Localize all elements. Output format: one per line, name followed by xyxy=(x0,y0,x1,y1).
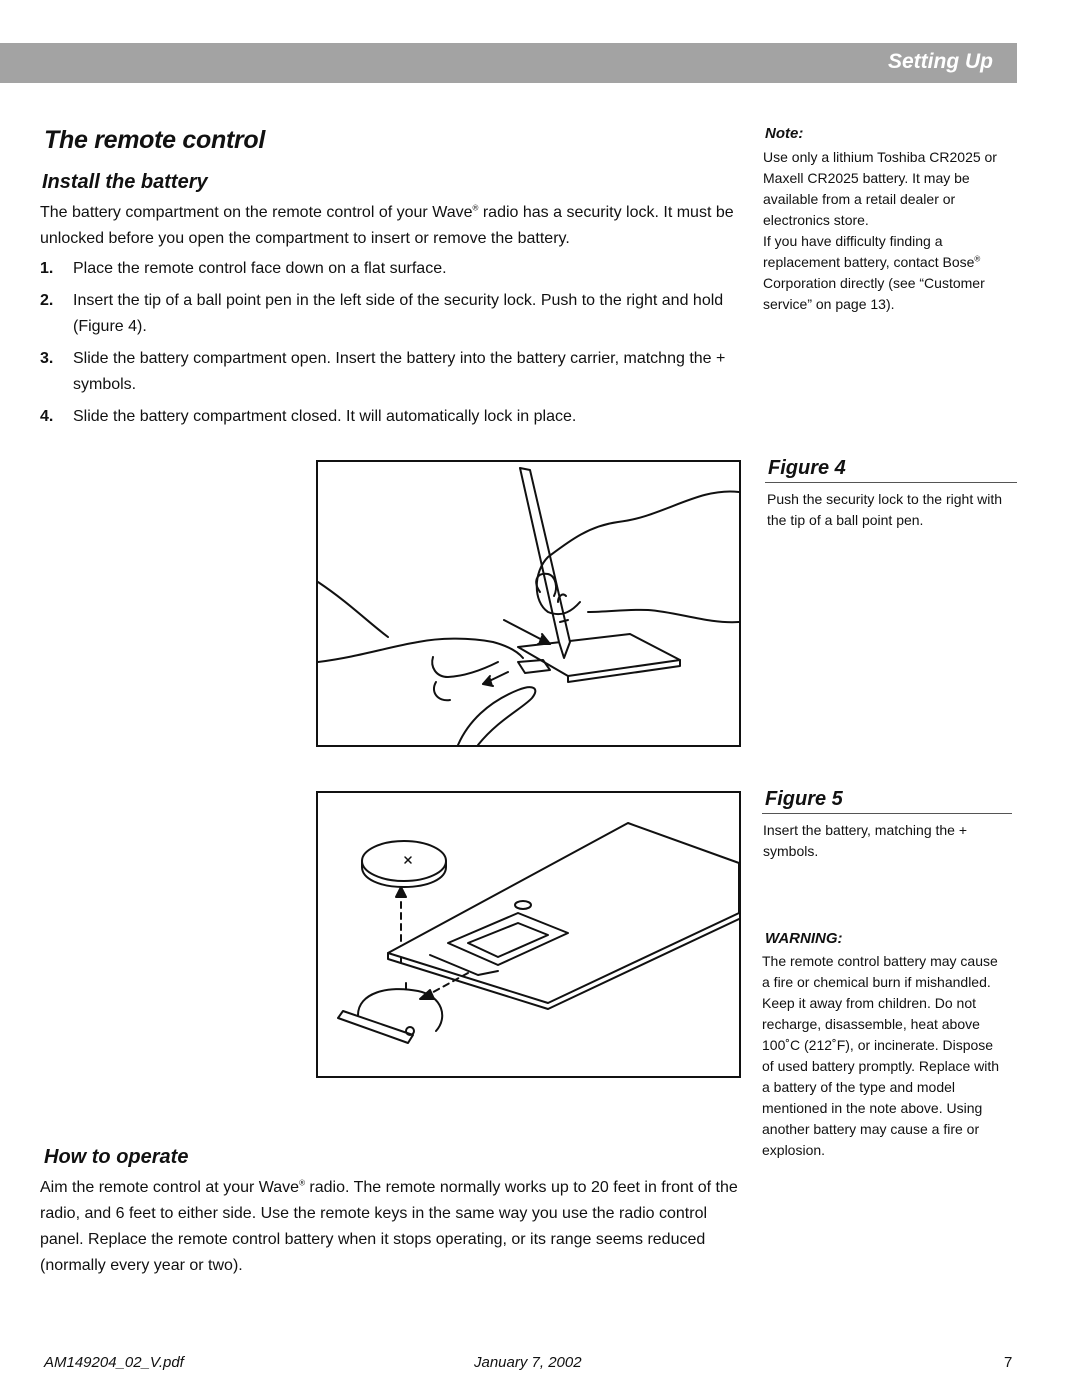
page-number: 7 xyxy=(1004,1354,1013,1371)
section-header-bar: Setting Up xyxy=(0,43,1017,83)
step-number: 2. xyxy=(40,292,54,309)
note-paragraph-2: If you have difficulty finding a replace… xyxy=(763,231,1003,315)
warning-text: The remote control battery may cause a f… xyxy=(762,953,1000,1158)
registered-mark: ® xyxy=(472,203,479,213)
install-intro-text-2: radio has a security lock. It must be un… xyxy=(40,204,734,247)
install-battery-heading: Install the battery xyxy=(42,171,208,193)
step-text: Slide the battery compartment closed. It… xyxy=(73,408,577,425)
footer-date: January 7, 2002 xyxy=(474,1354,582,1371)
registered-mark: ® xyxy=(299,1178,305,1188)
figure-4-divider xyxy=(765,482,1017,483)
figure-5-caption: Insert the battery, matching the + symbo… xyxy=(763,822,968,859)
figure-4-caption: Push the security lock to the right with… xyxy=(767,491,1002,528)
section-title: Setting Up xyxy=(888,50,993,73)
figure-5-illustration xyxy=(316,791,741,1078)
note-text: Use only a lithium Toshiba CR2025 or Max… xyxy=(763,147,1003,315)
note-heading: Note: xyxy=(765,125,804,142)
install-steps-list: 1. Place the remote control face down on … xyxy=(40,256,750,436)
operate-text-1: Aim the remote control at your Wave xyxy=(40,1179,300,1196)
note-paragraph-1: Use only a lithium Toshiba CR2025 or Max… xyxy=(763,149,997,228)
install-step: 3. Slide the battery compartment open. In… xyxy=(40,346,750,398)
page-title: The remote control xyxy=(44,126,266,154)
figure-5-label: Figure 5 xyxy=(765,788,843,810)
step-text: Place the remote control face down on a … xyxy=(73,260,447,277)
figure-4-label: Figure 4 xyxy=(768,457,846,479)
how-to-operate-paragraph: Aim the remote control at your Wave® rad… xyxy=(40,1175,740,1279)
registered-mark: ® xyxy=(974,254,981,264)
step-text: Slide the battery compartment open. Inse… xyxy=(73,350,726,393)
footer-doc-id: AM149204_02_V.pdf xyxy=(44,1354,184,1371)
operate-text-2: radio. The remote normally works up to 2… xyxy=(40,1179,738,1274)
step-number: 4. xyxy=(40,408,54,425)
install-intro-text-1: The battery compartment on the remote co… xyxy=(40,204,473,221)
install-step: 2. Insert the tip of a ball point pen in … xyxy=(40,288,750,340)
install-intro-paragraph: The battery compartment on the remote co… xyxy=(40,200,750,252)
install-step: 4. Slide the battery compartment closed. … xyxy=(40,404,750,430)
figure-5-divider xyxy=(762,813,1012,814)
warning-heading: WARNING: xyxy=(765,930,843,947)
pen-pushing-lock-illustration xyxy=(317,467,740,746)
install-step: 1. Place the remote control face down on … xyxy=(40,256,750,282)
note-text-part: If you have difficulty finding a replace… xyxy=(763,233,975,270)
step-number: 3. xyxy=(40,350,54,367)
step-text: Insert the tip of a ball point pen in th… xyxy=(73,292,724,335)
note-text-part: Corporation directly (see “Customer serv… xyxy=(763,275,985,312)
how-to-operate-heading: How to operate xyxy=(44,1146,189,1168)
battery-insertion-illustration xyxy=(337,822,740,1044)
figure-4-illustration xyxy=(316,460,741,747)
step-number: 1. xyxy=(40,260,54,277)
